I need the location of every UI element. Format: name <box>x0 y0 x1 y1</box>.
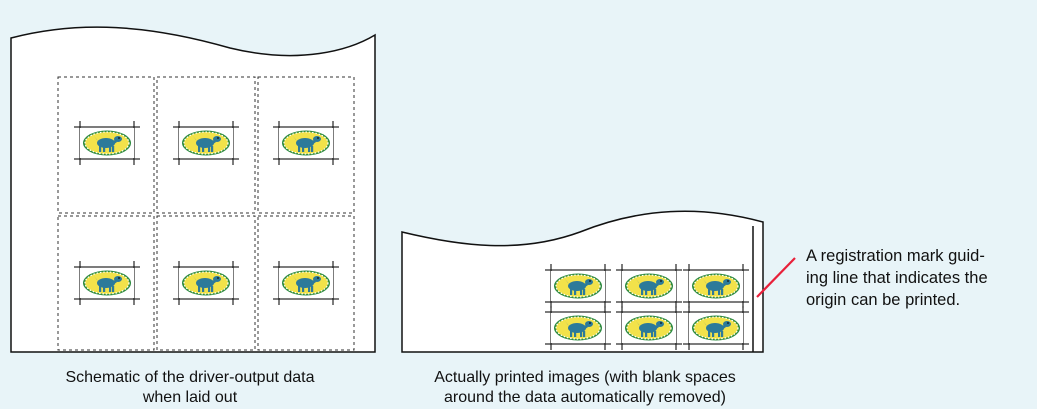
annotation-line3: origin can be printed. <box>806 291 961 309</box>
right-caption-line1: Actually printed images (with blank spac… <box>434 369 736 386</box>
layout-cell <box>57 76 155 214</box>
annotation-line2: ing line that indicates the <box>806 269 988 287</box>
left-caption-line2: when laid out <box>142 389 238 406</box>
right-caption: Actually printed images (with blank spac… <box>385 368 785 408</box>
left-layout-grid <box>57 76 355 351</box>
printed-sheet <box>401 210 796 353</box>
layout-cell <box>257 76 355 214</box>
layout-cell <box>156 76 256 214</box>
layout-cell <box>57 215 155 351</box>
layout-cell <box>257 215 355 351</box>
left-sheet-outline <box>10 26 376 353</box>
driver-output-sheet <box>10 26 376 353</box>
annotation-line1: A registration mark guid- <box>806 247 985 265</box>
left-caption: Schematic of the driver-output data when… <box>10 368 370 408</box>
layout-cell <box>156 215 256 351</box>
annotation-pointer <box>756 257 796 298</box>
left-caption-line1: Schematic of the driver-output data <box>65 369 315 386</box>
registration-annotation: A registration mark guid- ing line that … <box>806 245 1034 311</box>
right-caption-line2: around the data automatically removed) <box>444 389 726 406</box>
